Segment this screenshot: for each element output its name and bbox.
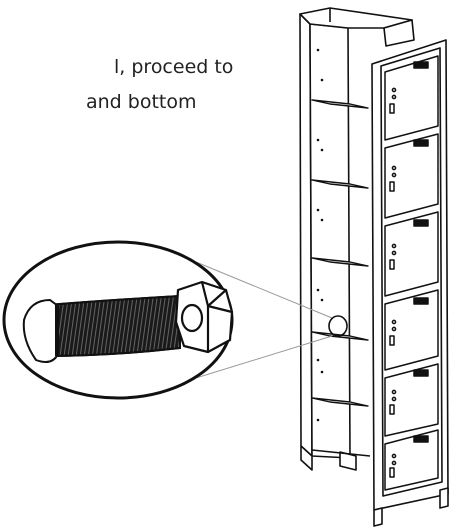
locker-door-4 (384, 289, 439, 371)
door-frame-right-leg (439, 487, 449, 509)
locker-door-1 (384, 55, 439, 141)
callout-target-circle (328, 315, 348, 337)
locker-door-3 (384, 211, 439, 297)
locker-door-2 (384, 133, 439, 219)
locker-door-5 (384, 363, 439, 437)
instruction-line-2: and bottom (86, 91, 197, 113)
locker-shelves (311, 99, 369, 407)
hex-nut-icon (174, 280, 234, 354)
locker-doors (384, 55, 439, 491)
locker-door-6 (384, 429, 439, 491)
door-frame-left-leg (373, 507, 383, 527)
locker-right-side-top (383, 19, 415, 47)
locker-frame (299, 7, 415, 471)
callout-leader-lines (195, 261, 333, 379)
bolt-callout (2, 240, 234, 400)
rivet-dots (316, 48, 324, 422)
locker-inner-side-panel (309, 23, 351, 459)
carriage-bolt-icon (22, 294, 181, 363)
locker-left-foot (300, 445, 313, 471)
